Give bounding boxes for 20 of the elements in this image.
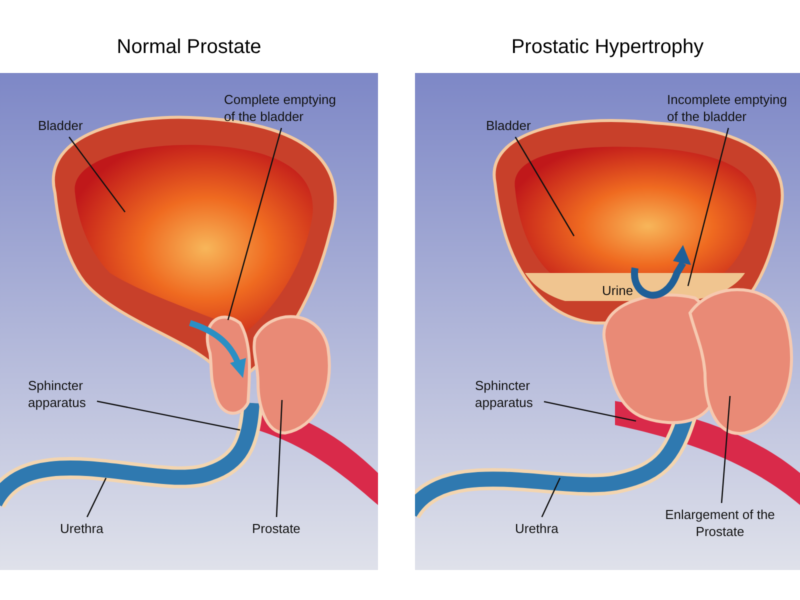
callout-label: Urine bbox=[602, 282, 634, 299]
leader-line bbox=[720, 396, 731, 504]
callout-label: Sphincter apparatus bbox=[28, 377, 94, 411]
callout-label: Prostate bbox=[252, 520, 300, 537]
callout-label: Incomplete emptying of the bladder bbox=[667, 91, 800, 125]
callout-label: Urethra bbox=[515, 520, 558, 537]
callout-label: Bladder bbox=[38, 117, 83, 134]
panel-title: Normal Prostate bbox=[116, 35, 262, 60]
panel-title: Prostatic Hypertrophy bbox=[510, 35, 705, 60]
callout-label: Sphincter apparatus bbox=[475, 377, 541, 411]
leader-line bbox=[687, 128, 730, 286]
leader-line bbox=[86, 478, 107, 518]
callout-label: Enlargement of the Prostate bbox=[655, 506, 785, 540]
callout-label: Bladder bbox=[486, 117, 531, 134]
leader-line bbox=[96, 400, 240, 431]
leader-line bbox=[544, 400, 636, 422]
leader-line bbox=[276, 400, 283, 518]
leader-line bbox=[514, 136, 575, 236]
callout-label: Urethra bbox=[60, 520, 104, 537]
leader-line bbox=[541, 478, 561, 518]
